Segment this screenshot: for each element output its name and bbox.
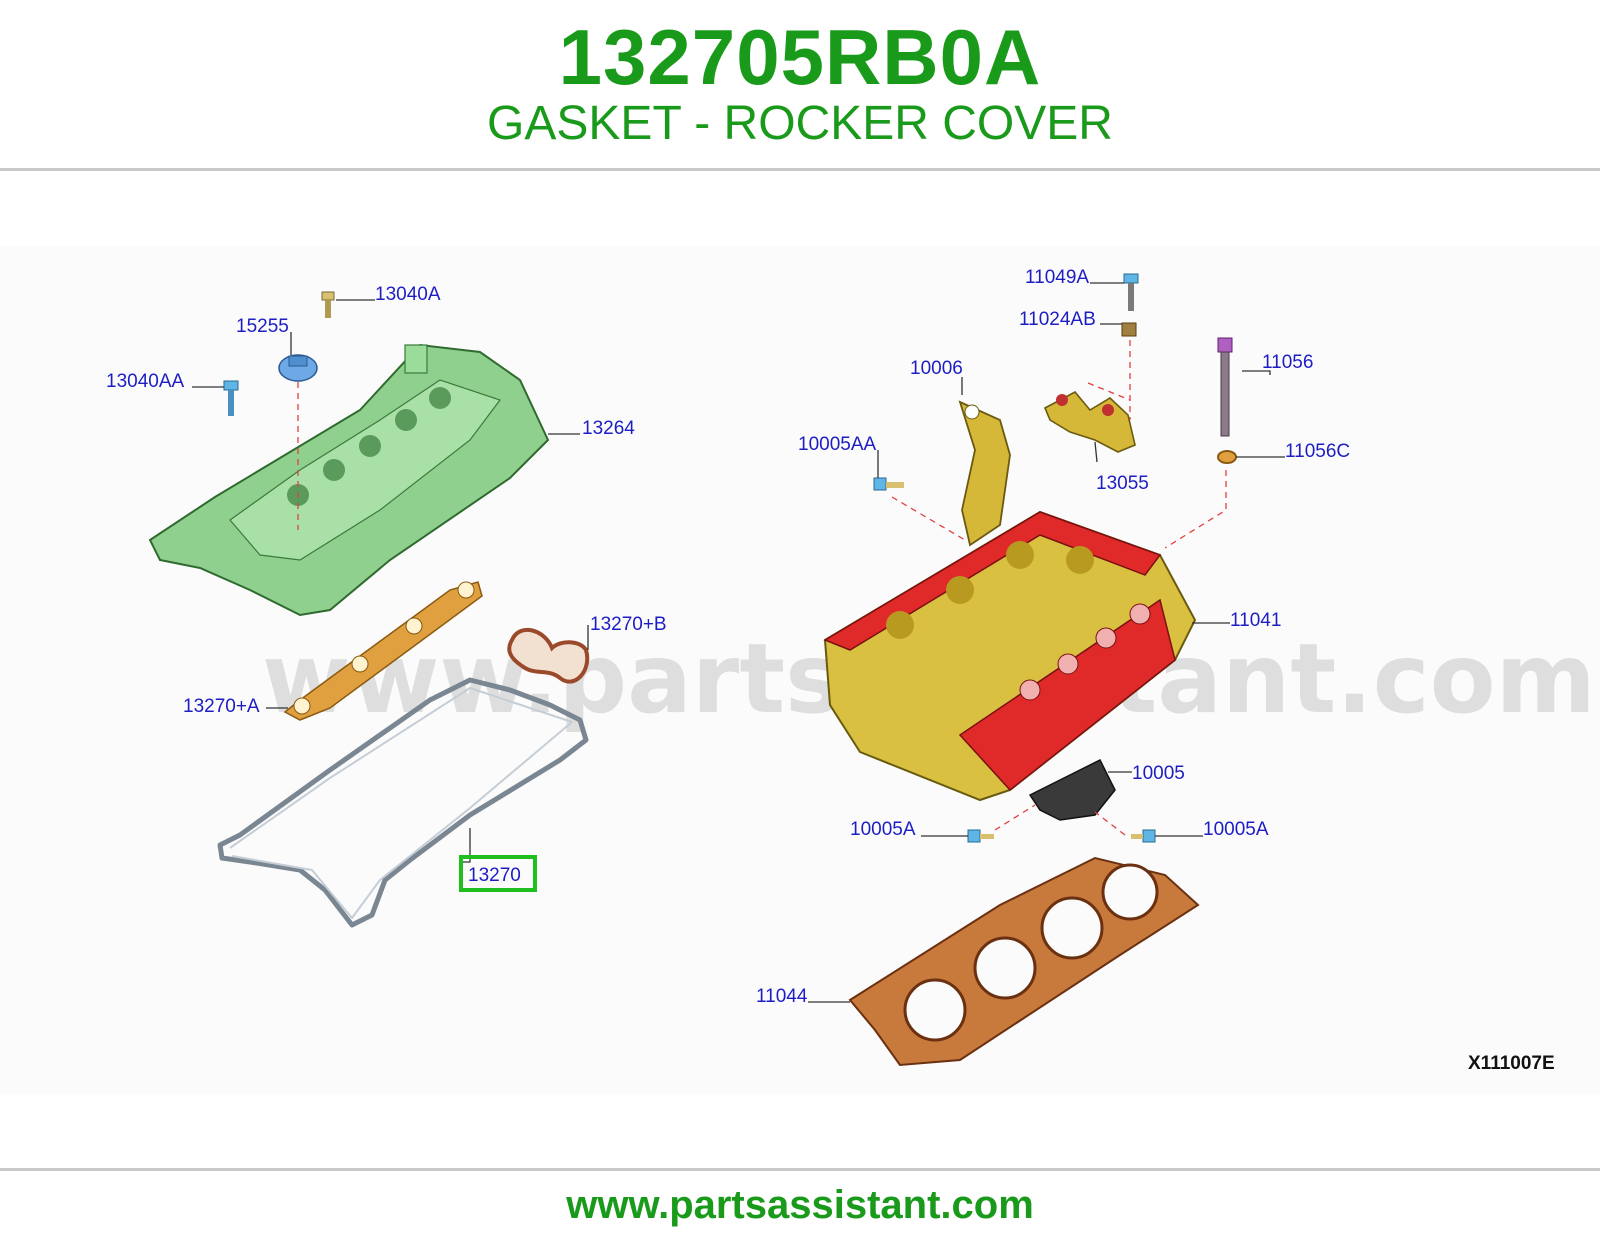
callout-13055[interactable]: 13055: [1096, 473, 1149, 494]
washer-11056c-illustration: [1217, 450, 1237, 464]
callout-10005a-left[interactable]: 10005A: [850, 819, 916, 840]
rocker-cover-gasket-illustration: [217, 677, 589, 928]
callout-10005a-right[interactable]: 10005A: [1203, 819, 1269, 840]
callout-11044[interactable]: 11044: [756, 986, 808, 1007]
callout-11049a[interactable]: 11049A: [1025, 267, 1089, 288]
engine-hanger-illustration: [958, 400, 1011, 547]
callout-13270[interactable]: 13270: [468, 865, 521, 886]
callout-11056c[interactable]: 11056C: [1285, 441, 1350, 462]
callout-11041[interactable]: 11041: [1230, 610, 1281, 631]
callout-labels: 13040A 15255 13040AA 13264 13270+B 13270…: [106, 267, 1350, 1007]
alignment-lines: [891, 340, 1227, 836]
bolt-13040aa-illustration: [223, 380, 239, 416]
callout-10005aa[interactable]: 10005AA: [798, 434, 877, 455]
part-name: GASKET - ROCKER COVER: [487, 97, 1113, 150]
intake-gasket-illustration: [507, 628, 590, 684]
footer-divider: [0, 1168, 1600, 1171]
footer-url[interactable]: www.partsassistant.com: [566, 1183, 1034, 1227]
rocker-cover-illustration: [148, 343, 550, 617]
bolt-10005aa-illustration: [873, 477, 904, 491]
reference-code: X111007E: [1468, 1053, 1555, 1074]
part-number: 132705RB0A: [558, 13, 1042, 101]
callout-13270-b[interactable]: 13270+B: [590, 614, 667, 635]
cam-bracket-illustration: [1043, 390, 1136, 453]
callout-13040a[interactable]: 13040A: [375, 284, 441, 305]
bolt-10005a-right-illustration: [1131, 829, 1156, 843]
callout-11056[interactable]: 11056: [1262, 352, 1313, 373]
bolt-13040a-illustration: [321, 291, 335, 318]
head-gasket-illustration: [848, 856, 1200, 1067]
washer-11024ab-illustration: [1121, 322, 1137, 337]
diagram-panel: [0, 246, 1600, 1094]
cylinder-head-illustration: [823, 510, 1197, 802]
head-bolt-11056-illustration: [1217, 337, 1233, 437]
callout-15255[interactable]: 15255: [236, 316, 289, 337]
callout-10005[interactable]: 10005: [1132, 763, 1185, 784]
header: 132705RB0A GASKET - ROCKER COVER: [0, 0, 1600, 168]
leader-lines: [192, 282, 1285, 1003]
callout-13264[interactable]: 13264: [582, 418, 635, 439]
header-divider: [0, 168, 1600, 171]
bracket-10005-illustration: [1028, 758, 1116, 821]
oil-cap-illustration: [278, 354, 318, 382]
callout-10006[interactable]: 10006: [910, 358, 963, 379]
callout-13040aa[interactable]: 13040AA: [106, 371, 185, 392]
callout-11024ab[interactable]: 11024AB: [1019, 309, 1096, 330]
bolt-10005a-left-illustration: [967, 829, 994, 843]
spark-plug-tube-gasket-illustration: [283, 581, 483, 721]
highlight-box: [459, 855, 537, 892]
bolt-11049a-illustration: [1123, 273, 1139, 311]
callout-13270-a[interactable]: 13270+A: [183, 696, 260, 717]
